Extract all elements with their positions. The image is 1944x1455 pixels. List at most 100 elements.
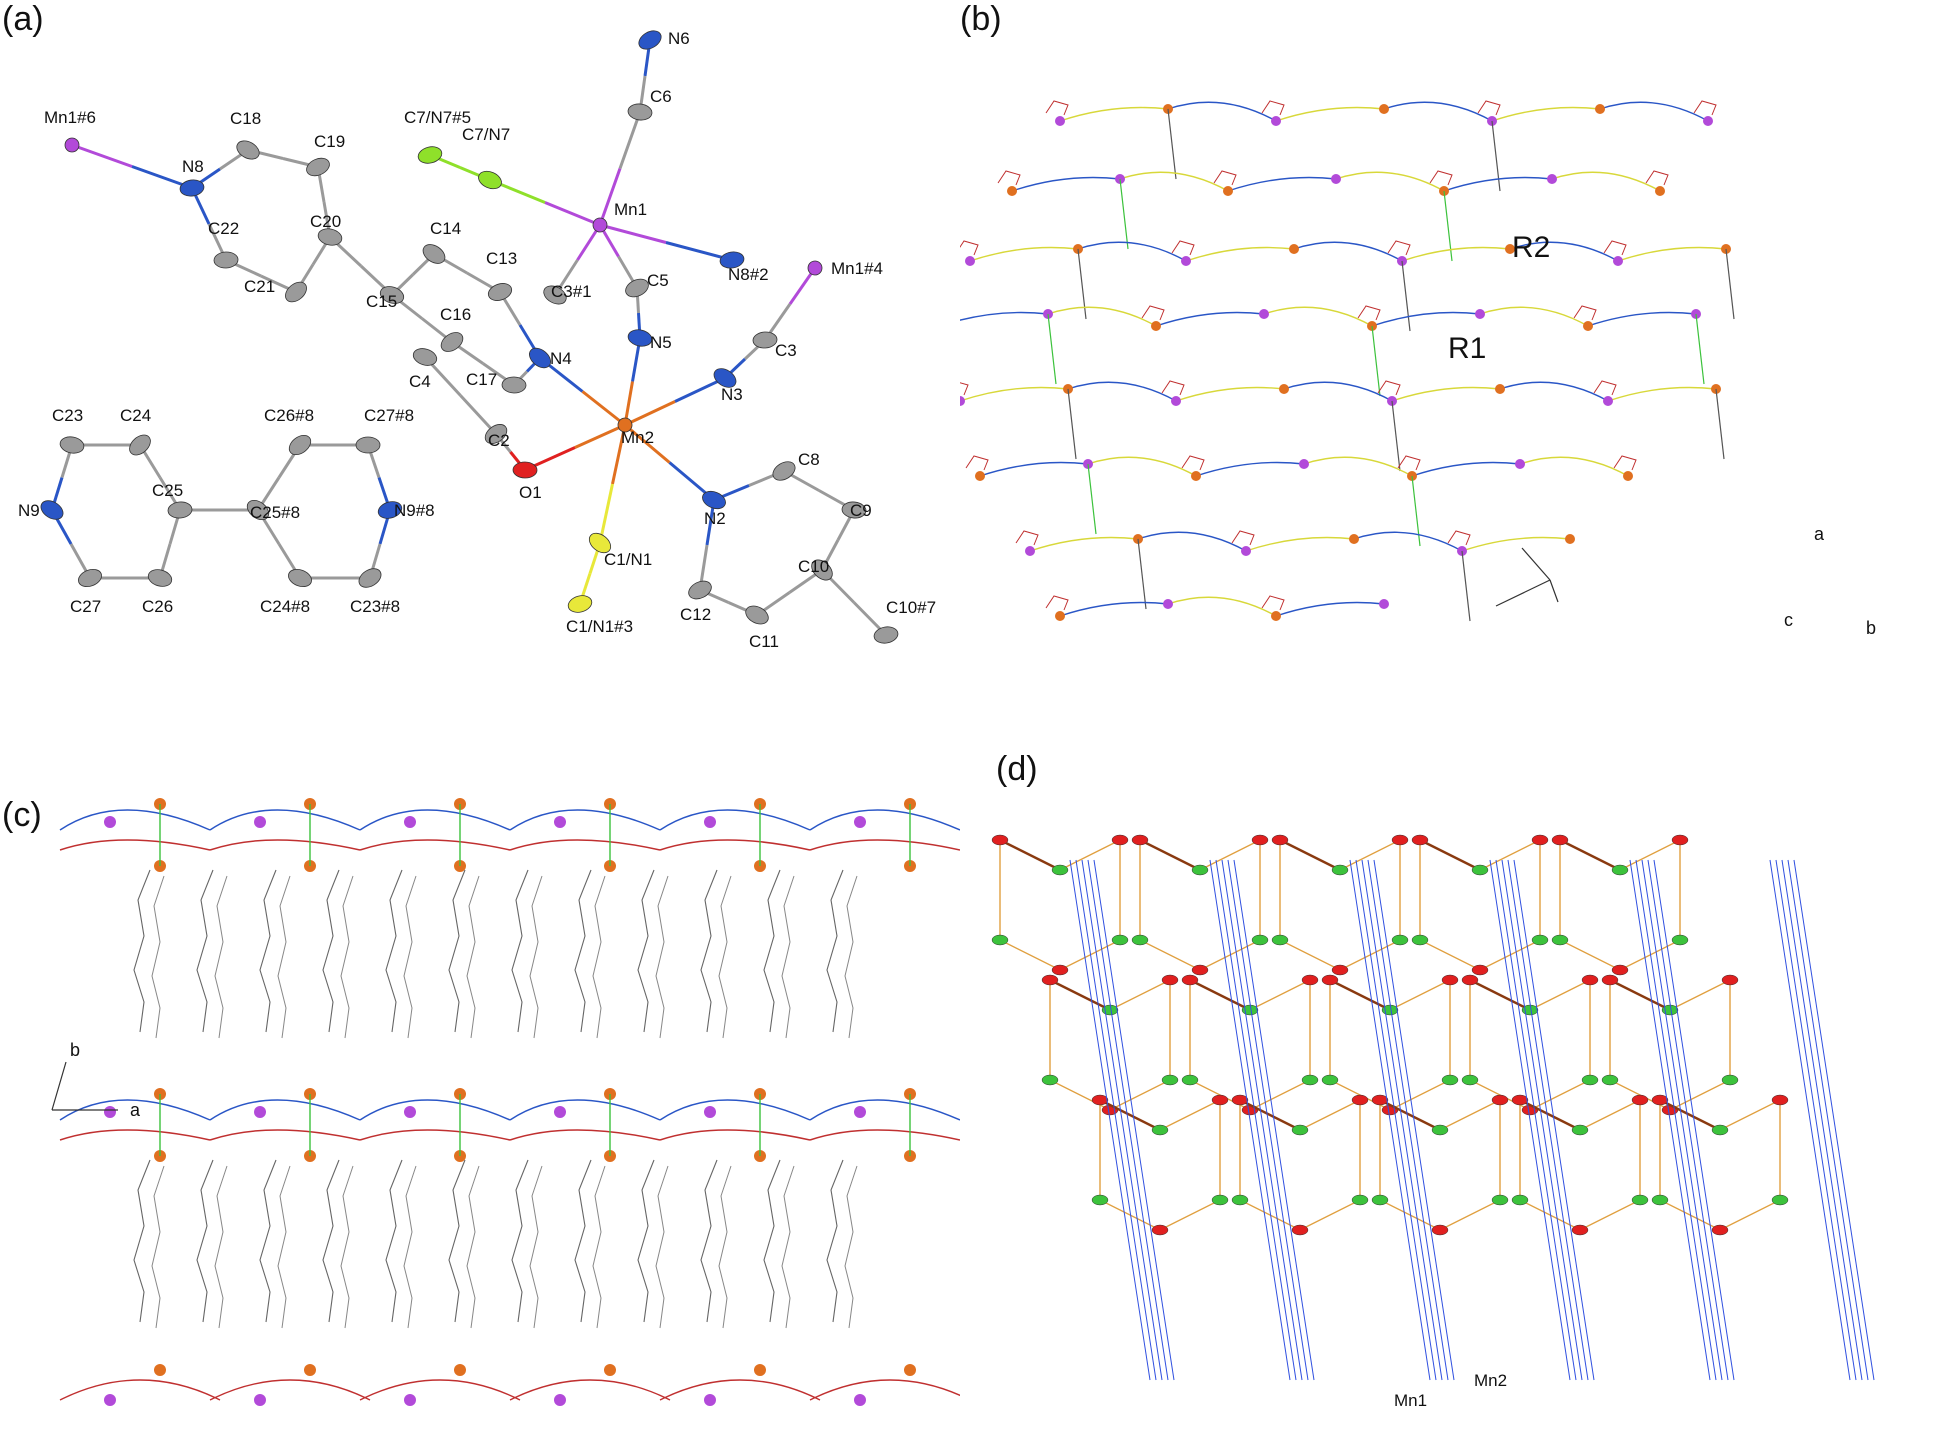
acetate-ligand: [1447, 530, 1471, 546]
bipyridine-pillar: [574, 869, 592, 1033]
red-node: [1441, 974, 1459, 986]
mn1-node: [704, 1106, 716, 1118]
bridge-link: [1371, 311, 1481, 327]
bipyridine-pillar: [448, 1159, 466, 1323]
bipyridine-pillar: [826, 869, 844, 1033]
panel-c-label: (c): [2, 796, 42, 834]
atom-c2: [484, 424, 508, 444]
bipyridine-pillar: [403, 875, 417, 1039]
blue-link: [1635, 859, 1717, 1381]
chain-link: [209, 839, 361, 851]
chain-link: [359, 1379, 521, 1401]
bridge-link: [1551, 171, 1661, 192]
mn1-node: [965, 256, 975, 266]
atom-label: Mn1#4: [831, 259, 883, 278]
red-node: [1091, 1094, 1109, 1106]
atom-label: C3: [775, 341, 797, 360]
atom-label: C7/N7: [462, 125, 510, 144]
bipyridine-pillar: [151, 875, 165, 1039]
blue-link: [1367, 859, 1449, 1381]
mn2-node: [1151, 321, 1161, 331]
bridge-link: [1227, 176, 1337, 192]
bridge-link: [1401, 246, 1511, 262]
mn2-node: [1595, 104, 1605, 114]
acetate-ligand: [1573, 305, 1597, 321]
blue-link: [1641, 859, 1723, 1381]
red-node: [1461, 974, 1479, 986]
atom-label: N3: [721, 385, 743, 404]
mn2-node: [1223, 186, 1233, 196]
atom-label: C16: [440, 305, 471, 324]
acetate-ligand: [1387, 240, 1411, 256]
red-node: [1411, 834, 1429, 846]
brown-link: [1279, 838, 1341, 872]
bridge-link: [1587, 311, 1697, 327]
bridge-link: [1443, 176, 1553, 192]
atom-c13: [487, 283, 513, 301]
acetate-ligand: [1261, 100, 1285, 116]
atom-label: C23#8: [350, 597, 400, 616]
mn2-node: [1271, 611, 1281, 621]
atom-mn2: [617, 417, 633, 433]
mn2-node: [304, 1364, 316, 1376]
bridge-link: [969, 246, 1079, 262]
brown-link: [1519, 1098, 1581, 1132]
bond: [459, 394, 498, 436]
red-node: [1041, 974, 1059, 986]
blue-link: [1233, 859, 1315, 1381]
mn1-node: [960, 396, 965, 406]
bipyridine-pillar: [259, 1159, 277, 1323]
mn2-node: [975, 471, 985, 481]
red-node: [1271, 834, 1289, 846]
red-node: [1471, 964, 1489, 976]
green-node: [1581, 1074, 1599, 1086]
green-node: [1471, 864, 1489, 876]
bridge-link: [1275, 106, 1385, 122]
chain-link: [509, 839, 661, 851]
chain-link: [59, 1129, 211, 1141]
bridge-link: [1047, 306, 1157, 327]
red-node: [1051, 964, 1069, 976]
atom-label: C10#7: [886, 598, 936, 617]
green-node: [1211, 1194, 1229, 1206]
atom-c9: [841, 501, 867, 519]
vertical-link: [1391, 400, 1401, 472]
atom-c19: [306, 157, 330, 177]
blue-link: [1221, 859, 1303, 1381]
atom-n5: [627, 329, 653, 347]
blue-link: [1507, 859, 1589, 1381]
green-node: [1351, 1194, 1369, 1206]
green-node: [1571, 1124, 1589, 1136]
blue-link: [1227, 859, 1309, 1381]
mn1-node: [854, 1106, 866, 1118]
chain-link: [359, 1099, 511, 1121]
chain-link: [659, 1379, 821, 1401]
atom-label: C25: [152, 481, 183, 500]
layer-network-b: R1 R2 a c b: [960, 100, 1876, 638]
bridge-link: [1509, 241, 1619, 262]
mn1-node: [704, 1394, 716, 1406]
mn1-node: [1547, 174, 1557, 184]
bridge-link: [1059, 601, 1169, 617]
green-node: [1721, 1074, 1739, 1086]
bridge-link: [1245, 536, 1355, 552]
red-node: [1251, 834, 1269, 846]
mn2-node: [1379, 104, 1389, 114]
panel-c: (c) b a: [0, 760, 960, 1455]
mn1-node: [1379, 599, 1389, 609]
red-node: [1721, 974, 1739, 986]
panel-b: (b) R1 R2 a c b: [960, 0, 1944, 690]
bridge-link: [1617, 246, 1727, 262]
bond: [598, 167, 622, 226]
vertical-link: [1695, 313, 1705, 385]
bridge-link: [1499, 381, 1609, 402]
acetate-ligand: [1377, 380, 1401, 396]
acetate-ligand: [1213, 170, 1237, 186]
blue-link: [1349, 859, 1431, 1381]
atom-label: C17: [466, 370, 497, 389]
atom-label: C5: [647, 271, 669, 290]
bipyridine-pillar: [340, 1165, 354, 1329]
atom-o1: [512, 461, 538, 479]
blue-link: [1501, 859, 1583, 1381]
bipyridine-pillar: [529, 1165, 543, 1329]
